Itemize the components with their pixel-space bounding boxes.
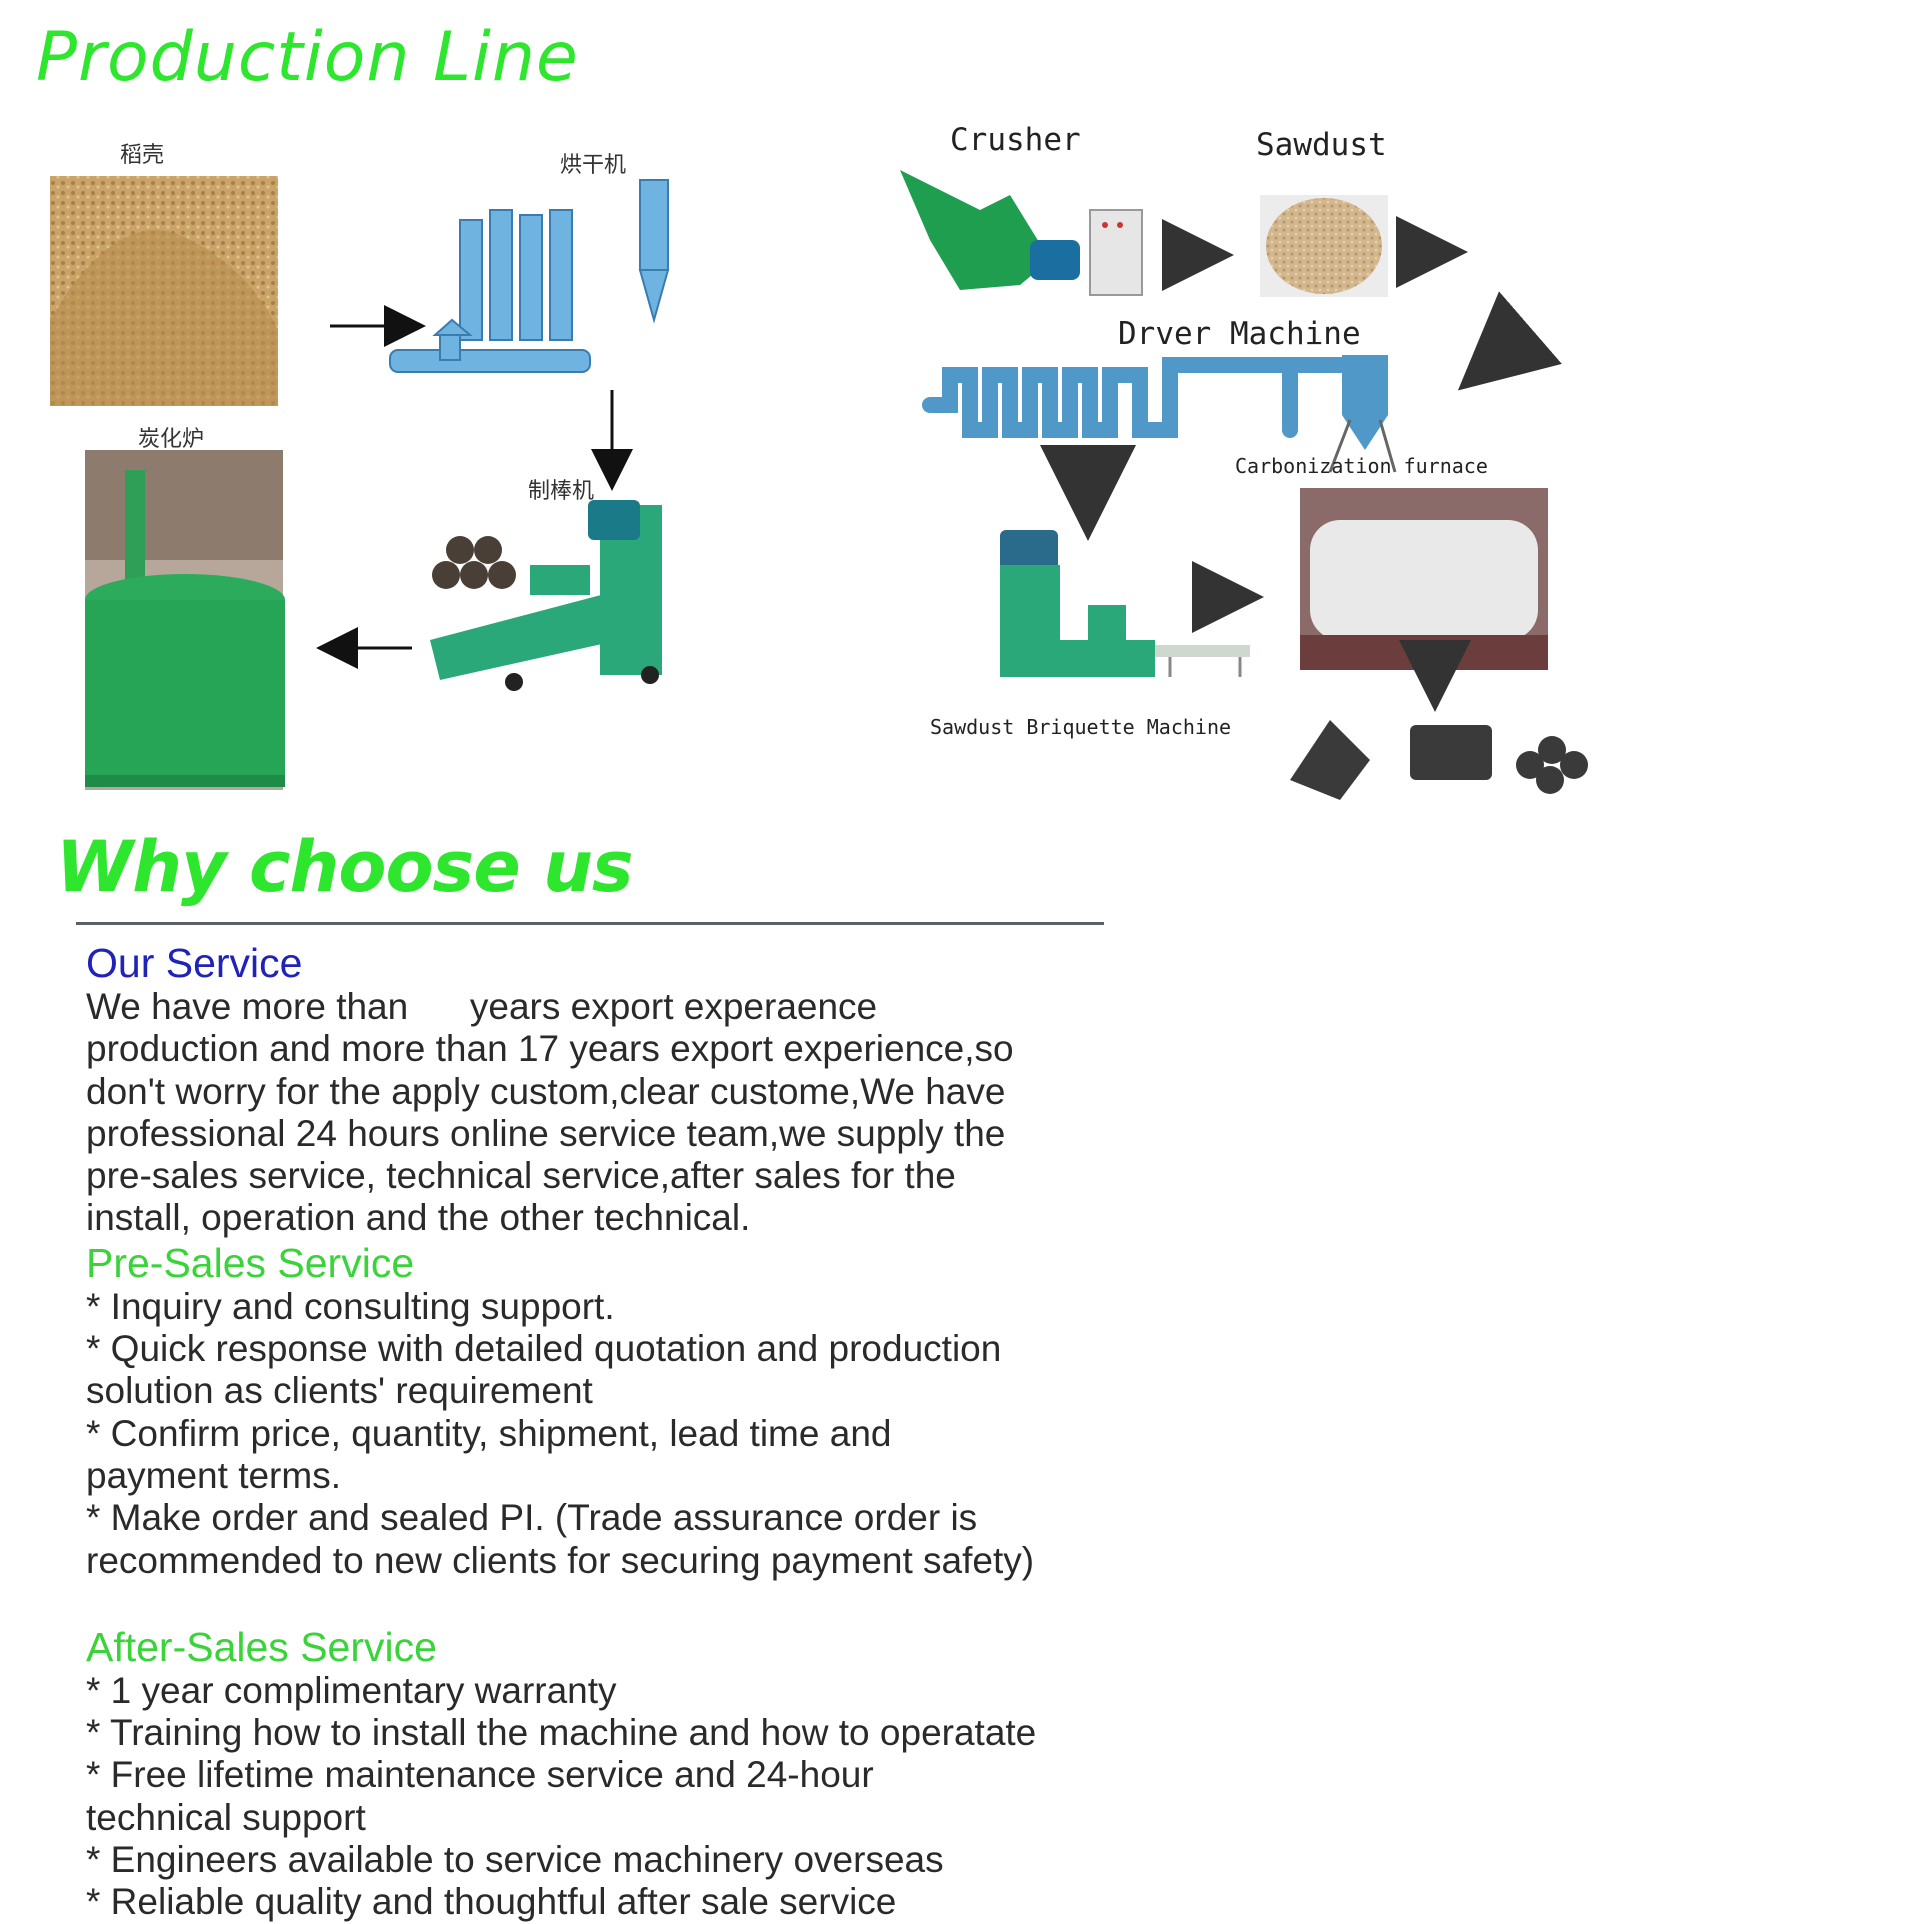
our-service-line: don't worry for the apply custom,clear c… — [86, 1070, 1006, 1112]
briquette-machine-label: Sawdust Briquette Machine — [930, 715, 1231, 739]
crusher-label: Crusher — [950, 122, 1081, 158]
pre-sales-line: payment terms. — [86, 1454, 341, 1496]
after-sales-line: * 1 year complimentary warranty — [86, 1669, 617, 1711]
dryer-machine-image — [389, 179, 670, 373]
pre-sales-line: * Make order and sealed PI. (Trade assur… — [86, 1497, 978, 1539]
our-service-line: professional 24 hours online service tea… — [86, 1112, 1006, 1154]
after-sales-line: technical support — [86, 1796, 366, 1838]
pre-sales-title: Pre-Sales Service — [86, 1239, 415, 1286]
sawdust-briquette-machine-image — [1000, 530, 1250, 677]
after-sales-line: * Reliable quality and thoughtful after … — [86, 1881, 897, 1923]
pre-sales-line: recommended to new clients for securing … — [86, 1539, 1035, 1581]
arrow-to-dryer — [1457, 291, 1562, 391]
service-text-block: Our Service We have more than years expo… — [86, 940, 1146, 1924]
cyclone-image — [1328, 355, 1397, 473]
after-sales-line: * Training how to install the machine an… — [86, 1712, 1037, 1754]
pre-sales-line: * Inquiry and consulting support. — [86, 1285, 615, 1327]
dryer-pipes-image — [922, 357, 1368, 438]
our-service-line: install, operation and the other technic… — [86, 1197, 751, 1239]
crusher-machine-image — [900, 170, 1143, 296]
after-sales-line: * Free lifetime maintenance service and … — [86, 1754, 874, 1796]
furnace-label: 炭化炉 — [138, 427, 204, 452]
pre-sales-line: * Quick response with detailed quotation… — [86, 1328, 1002, 1370]
carbonization-label: Carbonization furnace — [1235, 454, 1488, 478]
right-production-diagram: Crusher Sawdust Drver Machine Carbonizat… — [900, 122, 1588, 800]
our-service-line: production and more than 17 years export… — [86, 1028, 1014, 1070]
briquette-machine-image — [430, 500, 662, 691]
our-service-title: Our Service — [86, 940, 303, 986]
spacer — [86, 1582, 1146, 1624]
carbonization-furnace-image — [85, 450, 285, 790]
section-divider — [76, 922, 1104, 925]
pre-sales-line: solution as clients' requirement — [86, 1370, 593, 1412]
our-service-line: We have more than years export experaenc… — [86, 986, 878, 1027]
rice-husk-image — [50, 176, 278, 406]
left-production-diagram: 稻壳 烘干机 炭化炉 制棒机 — [50, 143, 670, 790]
pre-sales-line: * Confirm price, quantity, shipment, lea… — [86, 1412, 892, 1454]
dryer-machine-label: Drver Machine — [1118, 316, 1361, 352]
rice-husk-label: 稻壳 — [120, 143, 164, 168]
our-service-line: pre-sales service, technical service,aft… — [86, 1155, 956, 1197]
sawdust-image — [1260, 195, 1388, 297]
after-sales-title: After-Sales Service — [86, 1623, 437, 1670]
carbonization-furnace-right-image — [1300, 488, 1548, 670]
why-choose-us-heading: Why choose us — [56, 826, 634, 908]
charcoal-briquettes-image — [1290, 720, 1588, 800]
briquette-label: 制棒机 — [528, 479, 594, 504]
dryer-label: 烘干机 — [560, 153, 626, 178]
production-line-heading: Production Line — [36, 18, 579, 97]
after-sales-line: * Engineers available to service machine… — [86, 1839, 944, 1881]
sawdust-label: Sawdust — [1256, 127, 1387, 163]
